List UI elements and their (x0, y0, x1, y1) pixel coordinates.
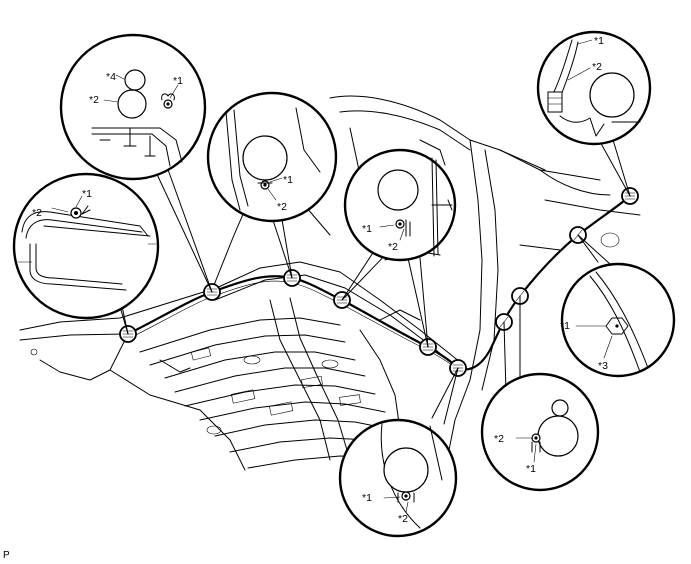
callout-bottom-center-label-1: *1 (362, 492, 372, 504)
callout-top-right: *1 *2 (536, 30, 652, 146)
callout-top-left-label-2: *2 (89, 94, 99, 106)
callout-top-left: *4 *2 *1 (59, 33, 207, 181)
callout-bottom-center-label-2: *2 (398, 513, 408, 525)
callout-bottom-right: *2 *1 (480, 372, 600, 492)
callout-top-right-label-1: *1 (594, 35, 604, 47)
callout-right-label-1: *1 (560, 320, 570, 332)
callout-bottom-center: *1 *2 (338, 418, 458, 538)
callout-left-label-2: *2 (32, 207, 42, 219)
callout-bottom-right-label-2: *1 (526, 463, 536, 475)
callout-center-label-1: *1 (283, 174, 293, 186)
callout-left-label-1: *1 (82, 188, 92, 200)
callout-center: *1 *2 (206, 91, 338, 223)
callout-top-left-label-1: *4 (106, 71, 116, 83)
callout-right: *1 *3 (560, 262, 676, 378)
callout-center-label-2: *2 (277, 201, 287, 213)
callout-top-right-label-2: *2 (592, 61, 602, 73)
callout-right-label-2: *3 (598, 360, 608, 372)
callout-center-right-label-1: *1 (362, 223, 372, 235)
callout-bottom-right-label-1: *2 (494, 433, 504, 445)
diagram-code: P (3, 550, 10, 561)
callout-center-right-label-2: *2 (388, 241, 398, 253)
callout-top-left-label-3: *1 (173, 75, 183, 87)
callout-left: *1 *2 (12, 172, 160, 320)
callout-center-right: *1 *2 (343, 148, 457, 262)
